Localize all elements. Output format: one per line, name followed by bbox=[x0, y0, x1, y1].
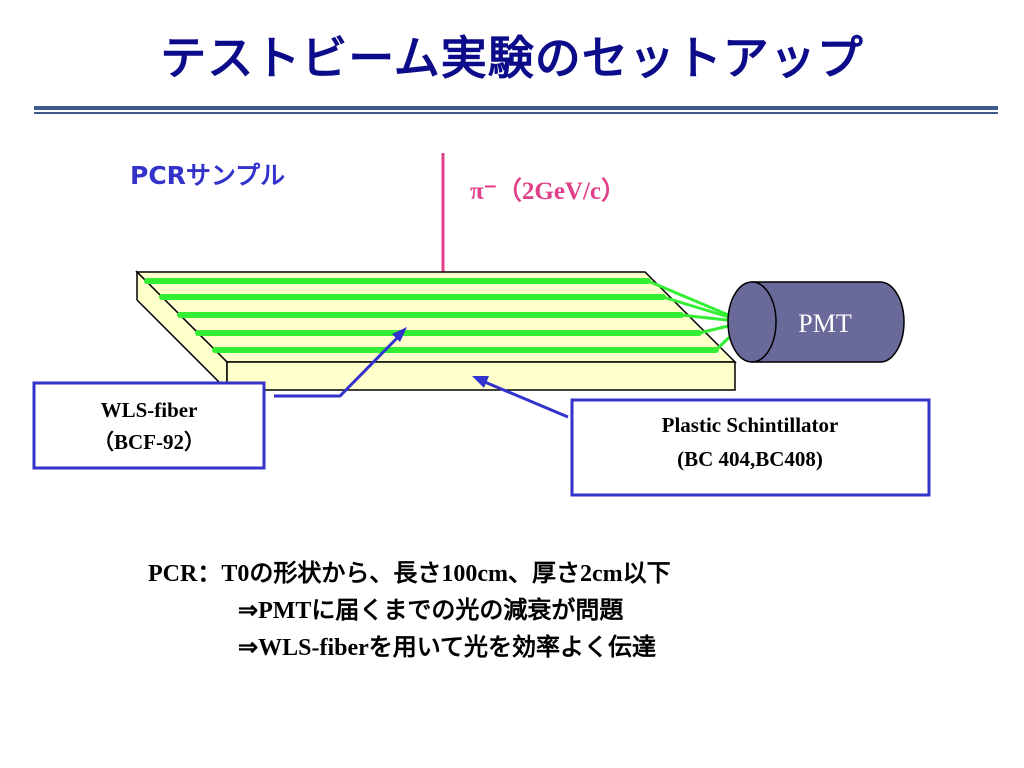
note-line: ⇒PMTに届くまでの光の減衰が問題 bbox=[238, 598, 624, 624]
wls-fiber-pointer bbox=[274, 331, 404, 398]
scintillator-callout-box bbox=[570, 398, 931, 497]
wls-fibers bbox=[144, 278, 719, 353]
scintillator-label: Plastic Schintillator bbox=[662, 413, 839, 437]
wls-fiber-model: （BCF-92） bbox=[93, 430, 205, 454]
note-line: ⇒WLS-fiberを用いて光を効率よく伝達 bbox=[238, 635, 657, 661]
title-divider bbox=[34, 106, 998, 116]
pcr-sample-label: PCRサンプル bbox=[130, 161, 285, 190]
beam-label: π⁻（2GeV/c） bbox=[470, 176, 626, 205]
pmt-end-face bbox=[727, 281, 777, 363]
notes-block: PCR：T0の形状から、長さ100cm、厚さ2cm以下 ⇒PMTに届くまでの光の… bbox=[148, 556, 671, 667]
scintillator-model: (BC 404,BC408) bbox=[677, 447, 823, 471]
pmt-label: PMT bbox=[798, 309, 852, 338]
wls-fiber-callout-box bbox=[32, 381, 266, 470]
wls-fiber-pointer-head bbox=[392, 327, 407, 342]
scintillator-pointer bbox=[479, 378, 569, 419]
pmt-body bbox=[751, 281, 905, 363]
scintillator-pointer-head bbox=[472, 376, 489, 388]
slide-title: テストビーム実験のセットアップ bbox=[160, 31, 864, 85]
wls-fiber-label: WLS-fiber bbox=[101, 398, 198, 422]
note-line: PCR：T0の形状から、長さ100cm、厚さ2cm以下 bbox=[148, 561, 671, 587]
